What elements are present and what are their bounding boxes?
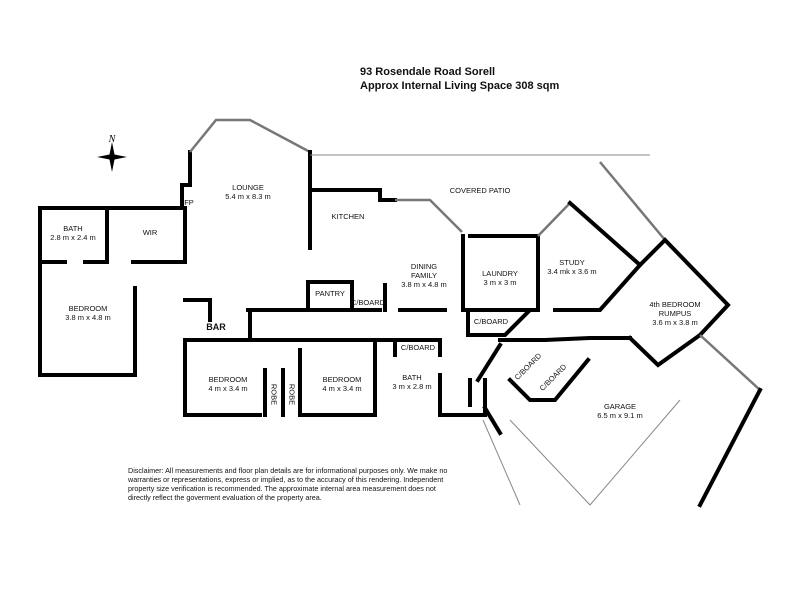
disclaimer-text: Disclaimer: All measurements and floor p… xyxy=(128,466,448,502)
walls xyxy=(38,118,763,508)
living-space-title: Approx Internal Living Space 308 sqm xyxy=(360,80,560,92)
room-cboard-1: C/BOARD xyxy=(350,298,386,307)
room-kitchen: KITCHEN xyxy=(331,212,365,221)
room-fireplace: FP xyxy=(184,198,194,207)
address-title: 93 Rosendale Road Sorell xyxy=(360,66,496,78)
room-covered-patio: COVERED PATIO xyxy=(449,186,511,195)
room-wir: WIR xyxy=(142,228,158,237)
compass-icon: N xyxy=(97,134,127,172)
compass-north-label: N xyxy=(108,134,117,145)
room-cboard-2: C/BOARD xyxy=(473,317,509,326)
room-robe-2: ROBE xyxy=(287,383,297,406)
room-pantry: PANTRY xyxy=(315,289,345,298)
room-bar: BAR xyxy=(206,322,226,332)
room-robe-1: ROBE xyxy=(269,383,279,406)
room-cboard-3: C/BOARD xyxy=(400,343,436,352)
